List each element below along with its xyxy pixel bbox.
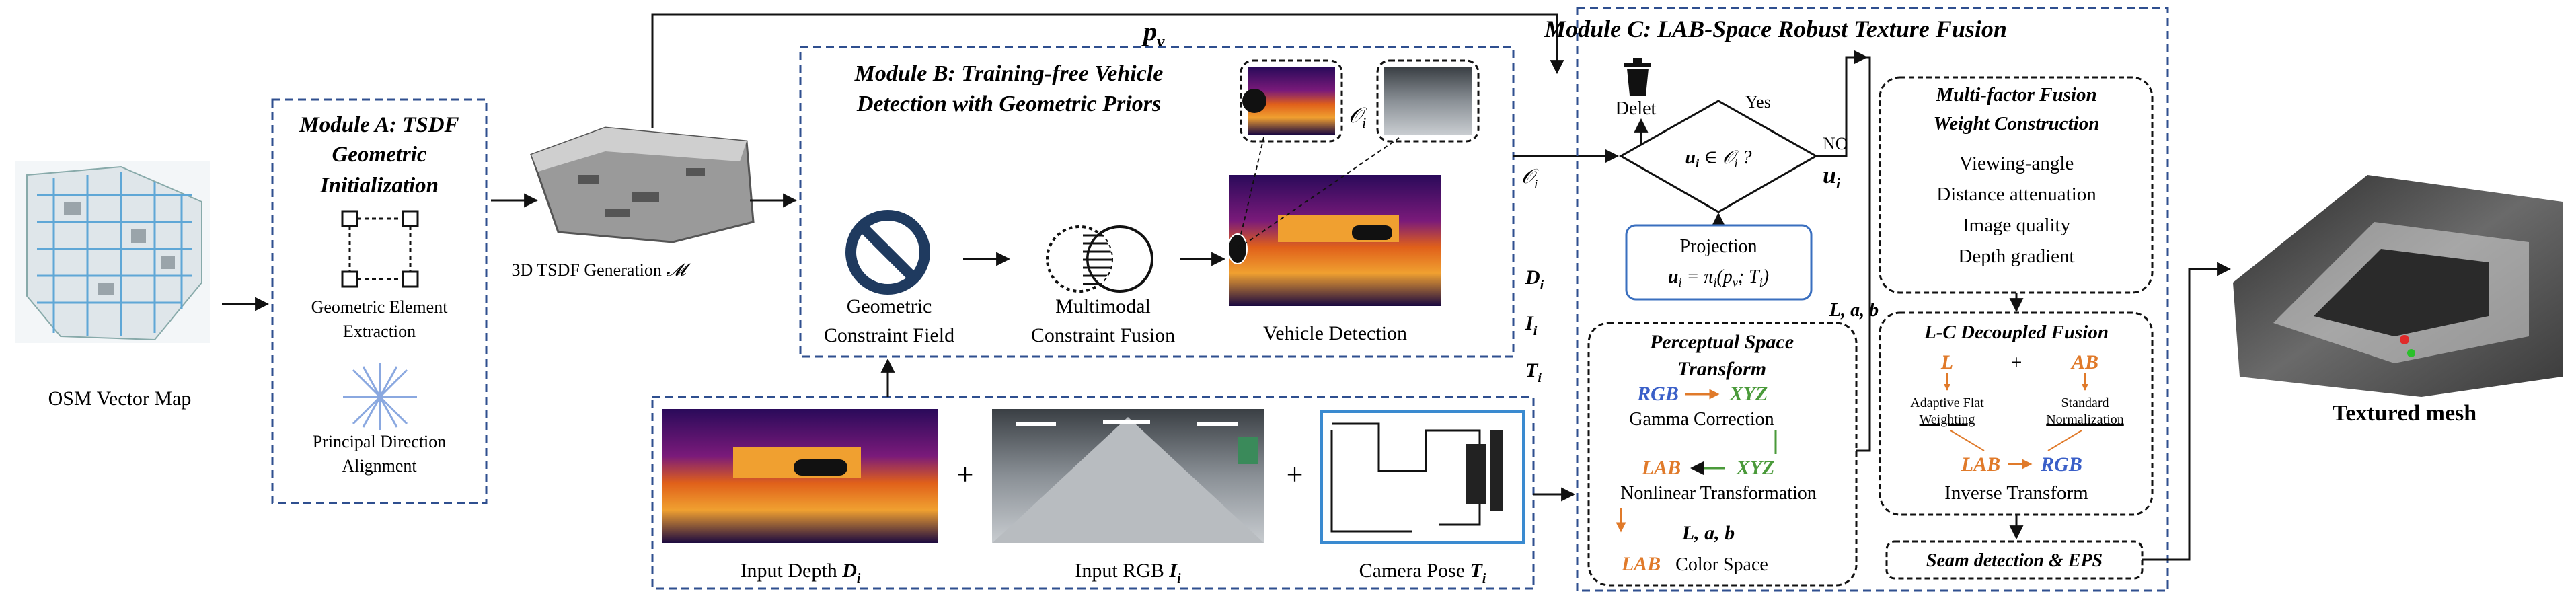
side-oi-label: 𝒪i <box>1521 165 1539 192</box>
camera-pose-image <box>1320 410 1525 544</box>
ui-label: ui <box>1823 161 1841 192</box>
lab-label-2: LAB <box>1621 553 1661 575</box>
ban-icon <box>845 210 930 295</box>
side-d-label: Di <box>1525 266 1544 293</box>
input-rgb-image <box>992 409 1264 543</box>
inset-depth-blob <box>1242 89 1266 113</box>
module-a-title-2: Geometric <box>332 143 426 167</box>
mf-item-viewing-angle: Viewing-angle <box>1959 153 2074 174</box>
principal-direction-icon <box>343 363 417 430</box>
module-b-title-2: Detection with Geometric Priors <box>856 91 1161 116</box>
plus-1: + <box>957 458 974 491</box>
arrow-no <box>1816 50 1868 157</box>
plus-2: + <box>1287 458 1303 491</box>
zoom-line-2 <box>1237 137 1400 250</box>
vehicle-detection-image <box>1227 175 1441 306</box>
color-space-label: Color Space <box>1675 554 1768 575</box>
tsdf-label: 3D TSDF Generation 𝓜 <box>511 260 691 280</box>
geometric-constraint-label-2: Constraint Field <box>824 324 954 346</box>
projection-title: Projection <box>1679 236 1757 257</box>
inverse-transform-label: Inverse Transform <box>1944 482 2088 504</box>
principal-direction-label-1: Principal Direction <box>313 432 447 451</box>
geometric-constraint-label-1: Geometric <box>847 295 932 317</box>
decision-condition: ui ∈ 𝒪i ? <box>1685 147 1752 170</box>
inset-oi-label: 𝒪i <box>1349 103 1367 131</box>
textured-mesh-image <box>2233 175 2563 397</box>
module-a-title-3: Initialization <box>319 174 439 198</box>
delet-label: Delet <box>1616 98 1657 119</box>
xyz-label-2: XYZ <box>1736 457 1775 479</box>
multimodal-label-1: Multimodal <box>1055 295 1151 317</box>
rgb-label-2: RGB <box>2040 453 2082 476</box>
inset-rgb-frame <box>1376 59 1480 143</box>
geometric-element-label-1: Geometric Element <box>311 297 449 317</box>
principal-direction-label-2: Alignment <box>342 456 417 476</box>
input-depth-image <box>662 409 938 543</box>
tsdf-mesh-image <box>530 126 755 243</box>
module-a-box <box>271 98 488 504</box>
lab-values-label: L, a, b <box>1681 522 1735 544</box>
mf-item-image-quality: Image quality <box>1963 215 2071 236</box>
inset-depth-frame <box>1240 59 1343 143</box>
mf-item-distance: Distance attenuation <box>1936 184 2096 205</box>
pv-label: pv <box>1141 16 1165 51</box>
L-label: L <box>1940 351 1953 373</box>
standard-label-2: Normalization <box>2046 412 2124 427</box>
no-label: NO <box>1823 134 1848 153</box>
lab-label-1: LAB <box>1641 457 1681 479</box>
side-i-label: Ii <box>1525 312 1538 338</box>
nonlinear-label: Nonlinear Transformation <box>1620 483 1817 504</box>
decision-diamond <box>1618 100 1819 213</box>
multimodal-fusion-icon <box>1046 225 1153 293</box>
plus-lc: + <box>2011 351 2022 373</box>
seam-label: Seam detection & EPS <box>1926 550 2103 571</box>
inset-rgb-image <box>1384 67 1472 135</box>
module-b-title-1: Module B: Training-free Vehicle <box>854 61 1164 86</box>
adaptive-label-1: Adaptive Flat <box>1910 396 1984 410</box>
zoom-line-1 <box>1237 134 1265 250</box>
yes-label: Yes <box>1745 92 1771 112</box>
pv-line <box>651 13 1564 128</box>
lc-title: L-C Decoupled Fusion <box>1924 322 2109 343</box>
module-a-title-1: Module A: TSDF <box>299 113 459 137</box>
multi-factor-title-2: Weight Construction <box>1934 113 2100 135</box>
rgb-label: RGB <box>1636 383 1679 405</box>
module-c-title: Module C: LAB-Space Robust Texture Fusio… <box>1544 15 2007 42</box>
xyz-label: XYZ <box>1729 383 1768 405</box>
trash-icon <box>1624 58 1651 96</box>
inputs-box <box>651 396 1535 590</box>
lab-output-label: L, a, b <box>1829 300 1879 321</box>
textured-mesh-label: Textured mesh <box>2333 401 2477 426</box>
AB-label: AB <box>2070 351 2098 373</box>
perceptual-to-fusion-line <box>1856 56 1871 452</box>
arrow-c-to-output <box>2142 262 2232 561</box>
side-t-label: Ti <box>1525 359 1542 385</box>
L-merge-line <box>1950 430 1985 451</box>
projection-box <box>1625 224 1813 301</box>
mf-item-depth-gradient: Depth gradient <box>1958 246 2074 267</box>
input-depth-label: Input Depth Di <box>741 560 861 586</box>
geometric-element-label-2: Extraction <box>343 322 416 341</box>
lab-label-3: LAB <box>1961 453 2000 476</box>
perceptual-box <box>1587 322 1858 587</box>
multimodal-label-2: Constraint Fusion <box>1031 324 1175 346</box>
multi-factor-title-1: Multi-factor Fusion <box>1935 84 2096 106</box>
vehicle-detection-label: Vehicle Detection <box>1263 322 1407 344</box>
input-rgb-label: Input RGB Ii <box>1075 560 1181 586</box>
perceptual-title-2: Transform <box>1677 358 1766 380</box>
perceptual-title-1: Perceptual Space <box>1649 331 1794 353</box>
module-c-box <box>1576 7 2169 592</box>
osm-label: OSM Vector Map <box>48 387 192 410</box>
AB-merge-line <box>2047 430 2082 451</box>
geometric-element-icon <box>341 210 419 288</box>
projection-equation: ui = πi(pv; Ti) <box>1668 266 1769 289</box>
osm-map-image <box>15 161 210 343</box>
standard-label-1: Standard <box>2061 396 2109 410</box>
adaptive-label-2: Weighting <box>1920 412 1975 427</box>
gamma-label: Gamma Correction <box>1629 409 1774 430</box>
camera-pose-label: Camera Pose Ti <box>1359 560 1486 586</box>
